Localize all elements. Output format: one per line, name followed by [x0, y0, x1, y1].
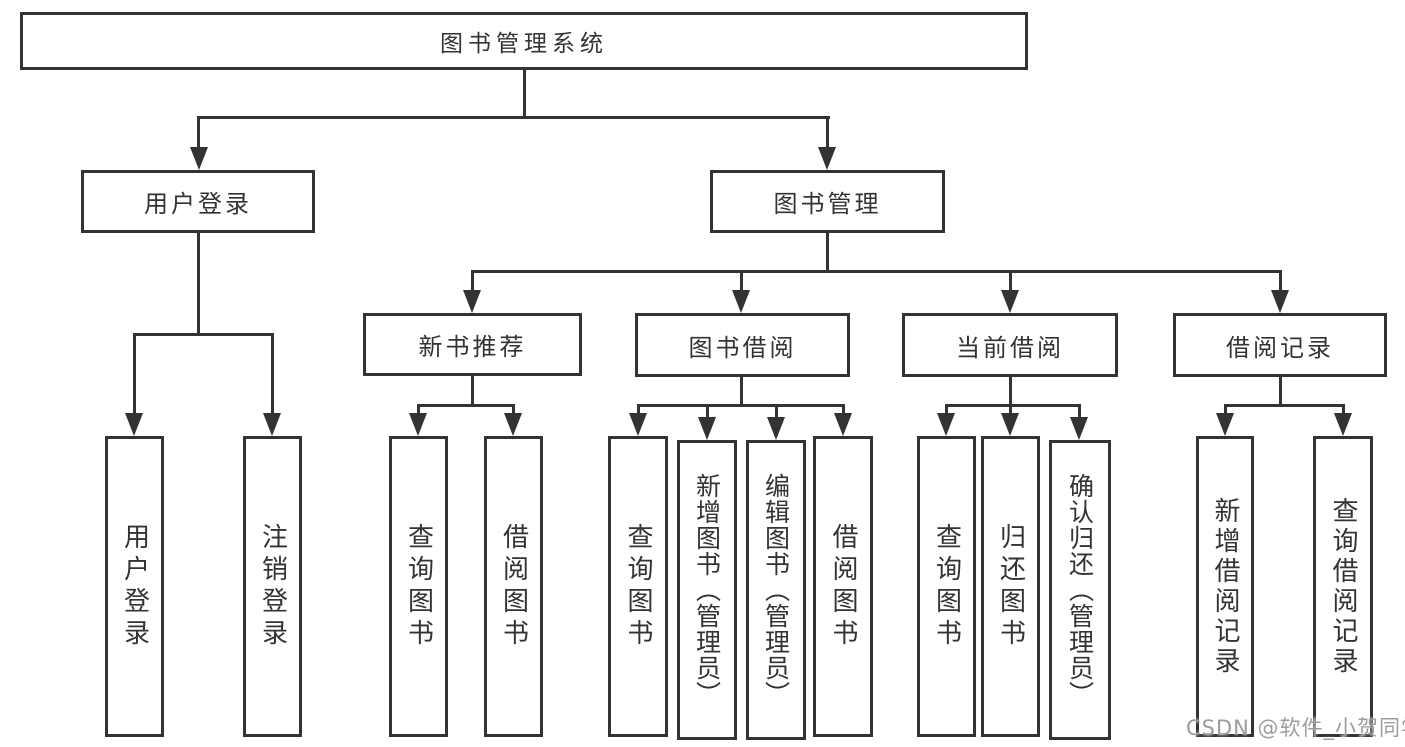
node-current-borrow: 当前借阅	[902, 313, 1118, 377]
leaf-borrow-query-book-label: 查询图书	[625, 523, 651, 651]
node-book-borrow: 图书借阅	[635, 313, 850, 377]
arrowhead-leaf-logout	[263, 413, 281, 436]
arrowhead-user-login	[190, 147, 208, 170]
leaf-logout-login: 注销登录	[243, 436, 302, 737]
arrowhead-new-book	[463, 290, 481, 313]
leaf-borrow-borrow-book-label: 借阅图书	[830, 523, 856, 651]
node-user-login: 用户登录	[81, 170, 315, 233]
connector-current-hline	[945, 404, 1081, 407]
connector-level1-hline	[197, 116, 830, 119]
connector-current-trunk	[1009, 375, 1012, 407]
connector-book-mgmt-trunk	[826, 232, 829, 273]
leaf-borrow-borrow-book: 借阅图书	[813, 436, 873, 737]
arrowhead-br-add	[1216, 413, 1234, 436]
node-new-book-recommend: 新书推荐	[363, 313, 582, 376]
leaf-borrow-edit-book-admin: 编辑图书（管理员）	[746, 440, 806, 740]
arrowhead-borrow-record	[1271, 290, 1289, 313]
arrowhead-bb-query	[629, 413, 647, 436]
connector-root-trunk	[523, 69, 526, 119]
connector-record-trunk	[1279, 375, 1282, 407]
leaf-current-return-book: 归还图书	[981, 436, 1040, 737]
leaf-record-add-borrow-record-label: 新增借阅记录	[1212, 497, 1238, 677]
connector-book-borrow-hline	[637, 404, 844, 407]
connector-book-borrow-trunk	[740, 375, 743, 407]
arrowhead-nb-borrow	[504, 413, 522, 436]
arrowhead-bb-edit	[767, 417, 785, 440]
leaf-logout-login-label: 注销登录	[260, 523, 286, 651]
leaf-newbook-borrow-book-label: 借阅图书	[501, 523, 527, 651]
leaf-current-query-book-label: 查询图书	[934, 523, 960, 651]
arrowhead-cb-query	[937, 413, 955, 436]
arrowhead-current-borrow	[1001, 290, 1019, 313]
connector-stem-bb-edit	[775, 404, 778, 418]
leaf-newbook-query-book-label: 查询图书	[406, 523, 432, 651]
arrowhead-book-management	[818, 147, 836, 170]
arrowhead-bb-add	[698, 417, 716, 440]
connector-stem-leaf-user-login	[133, 333, 136, 414]
leaf-newbook-borrow-book: 借阅图书	[484, 436, 543, 737]
connector-user-login-hline	[133, 333, 274, 336]
leaf-current-confirm-return-admin-label: 确认归还（管理员）	[1068, 473, 1093, 707]
node-library-system: 图书管理系统	[20, 12, 1028, 70]
connector-stem-bb-add	[706, 404, 709, 418]
leaf-current-return-book-label: 归还图书	[998, 523, 1024, 651]
leaf-borrow-edit-book-admin-label: 编辑图书（管理员）	[764, 473, 789, 707]
connector-new-book-trunk	[471, 375, 474, 407]
connector-user-login-trunk	[197, 232, 200, 336]
leaf-current-confirm-return-admin: 确认归还（管理员）	[1049, 440, 1111, 740]
connector-stem-user-login	[197, 116, 200, 148]
leaf-record-query-borrow-record-label: 查询借阅记录	[1330, 497, 1356, 677]
leaf-borrow-query-book: 查询图书	[608, 436, 668, 737]
leaf-borrow-add-book-admin-label: 新增图书（管理员）	[695, 473, 720, 707]
arrowhead-nb-query	[409, 413, 427, 436]
node-book-management: 图书管理	[710, 170, 945, 233]
arrowhead-leaf-user-login	[125, 413, 143, 436]
connector-stem-book-management	[826, 116, 829, 148]
connector-level3-hline	[471, 270, 1282, 273]
connector-stem-cb-confirm	[1078, 404, 1081, 418]
leaf-user-login: 用户登录	[105, 436, 164, 737]
connector-stem-borrow-record	[1279, 270, 1282, 291]
arrowhead-cb-confirm	[1070, 417, 1088, 440]
connector-stem-leaf-logout	[271, 333, 274, 414]
arrowhead-book-borrow	[732, 290, 750, 313]
connector-stem-new-book	[471, 270, 474, 291]
connector-record-hline	[1224, 404, 1344, 407]
connector-new-book-hline	[417, 404, 515, 407]
arrowhead-br-query	[1334, 413, 1352, 436]
leaf-record-query-borrow-record: 查询借阅记录	[1313, 436, 1373, 737]
connector-stem-current-borrow	[1009, 270, 1012, 291]
node-borrow-record: 借阅记录	[1173, 313, 1387, 377]
watermark: CSDN @软件_小贺同学	[1186, 712, 1405, 742]
connector-stem-book-borrow	[740, 270, 743, 291]
leaf-borrow-add-book-admin: 新增图书（管理员）	[677, 440, 737, 740]
leaf-current-query-book: 查询图书	[917, 436, 976, 737]
arrowhead-bb-borrow	[834, 413, 852, 436]
arrowhead-cb-return	[1001, 413, 1019, 436]
leaf-record-add-borrow-record: 新增借阅记录	[1196, 436, 1254, 737]
leaf-newbook-query-book: 查询图书	[389, 436, 448, 737]
leaf-user-login-label: 用户登录	[122, 523, 148, 651]
